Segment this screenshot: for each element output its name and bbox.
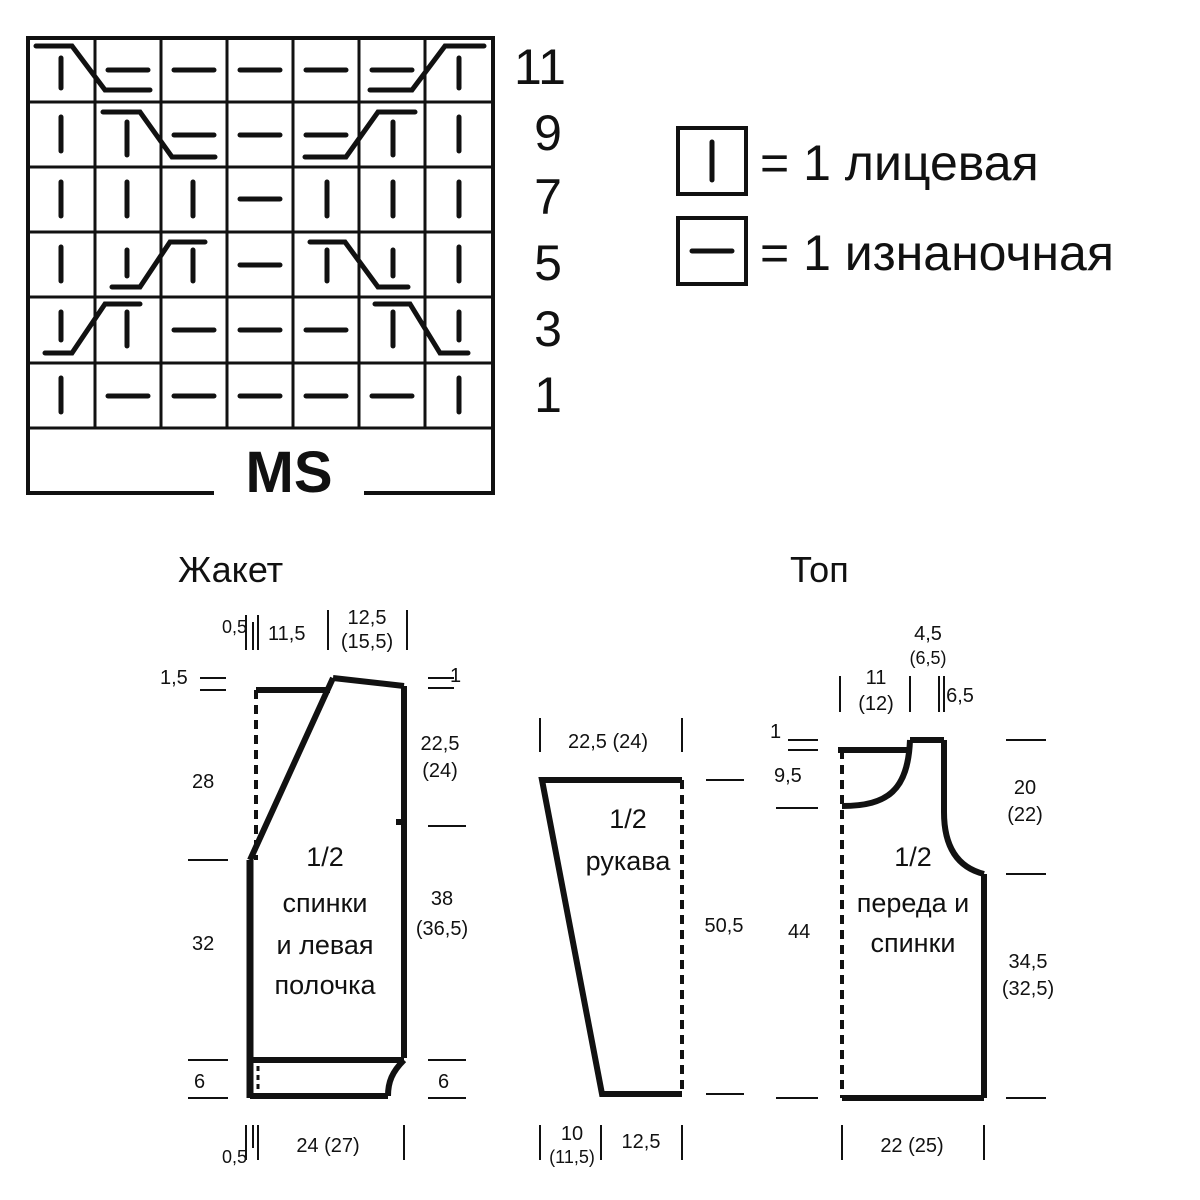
stitch-chart (26, 36, 495, 498)
piece-label: 1/2 (894, 842, 932, 872)
dim-label: 1 (770, 721, 781, 743)
row-label: 5 (534, 235, 562, 291)
piece-label: переда и (857, 888, 969, 918)
dim-label: 6 (194, 1071, 205, 1093)
legend-purl-text: = 1 изнаночная (760, 225, 1114, 281)
piece-label: спинки (282, 888, 367, 918)
dim-label: 44 (788, 921, 810, 943)
piece-label: рукава (586, 846, 672, 876)
dim-label: 12,5 (348, 607, 387, 629)
piece-label: полочка (274, 970, 376, 1000)
dim-label: (12) (858, 693, 894, 715)
jacket-ticks (188, 610, 466, 1160)
dim-label: 4,5 (914, 623, 942, 645)
legend-knit-text: = 1 лицевая (760, 135, 1039, 191)
row-label: 7 (534, 169, 562, 225)
dim-label: 22 (25) (880, 1135, 943, 1157)
dim-label: (6,5) (909, 648, 946, 668)
dim-label: 6 (438, 1071, 449, 1093)
dim-label: (22) (1007, 804, 1043, 826)
row-label: 11 (514, 39, 566, 95)
cable-cross-left (302, 109, 418, 160)
dim-label: 9,5 (774, 765, 802, 787)
dim-label: (11,5) (549, 1147, 595, 1167)
dim-label: 11 (866, 667, 887, 689)
jacket-pattern (246, 675, 407, 1099)
cable-cross-right (100, 109, 218, 160)
dim-label: 12,5 (622, 1131, 661, 1153)
legend: = 1 лицевая = 1 изнаночная (676, 126, 1114, 286)
dim-label: 0,5 (222, 1147, 247, 1167)
dim-label: 32 (192, 933, 214, 955)
row-labels: 11 9 7 5 3 1 (514, 39, 566, 423)
jacket-labels: 0,5 11,5 12,5 (15,5) 1,5 1 28 22,5 (24) … (160, 607, 468, 1167)
chart-symbols (33, 43, 487, 415)
sleeve-labels: 22,5 (24) 50,5 10 (11,5) 12,5 1/2 рукава (549, 731, 743, 1167)
chart-grid (28, 38, 493, 430)
cable-cross-left (42, 301, 143, 356)
dim-label: 6,5 (946, 685, 974, 707)
dim-label: 11,5 (268, 623, 305, 645)
dim-label: 50,5 (705, 915, 744, 937)
dim-label: 10 (561, 1123, 583, 1145)
dim-label: 38 (431, 888, 453, 910)
legend-knit-box (676, 126, 748, 196)
cable-cross-left (367, 43, 487, 93)
title-jacket: Жакет (178, 549, 283, 590)
row-label: 9 (534, 105, 562, 161)
dim-label: (15,5) (341, 631, 393, 653)
sleeve-ticks (539, 718, 744, 1160)
dim-label: 24 (27) (296, 1135, 359, 1157)
cable-cross-left (109, 239, 208, 290)
top-labels: 4,5 (6,5) 11 (12) 6,5 1 9,5 20 (22) 44 3… (770, 623, 1054, 1157)
piece-label: 1/2 (306, 842, 344, 872)
piece-label: и левая (276, 930, 373, 960)
top-ticks (776, 676, 1046, 1160)
dim-label: (24) (422, 760, 458, 782)
dim-label: (36,5) (416, 918, 468, 940)
legend-purl-box (676, 216, 748, 286)
cable-cross-right (33, 43, 153, 93)
dim-label: 22,5 (421, 733, 460, 755)
piece-label: 1/2 (609, 804, 647, 834)
dim-label: 0,5 (222, 617, 247, 637)
sleeve-pattern (538, 777, 684, 1097)
dim-label: 22,5 (24) (568, 731, 648, 753)
dim-label: (32,5) (1002, 978, 1054, 1000)
ms-label: MS (246, 440, 333, 505)
row-label: 3 (534, 301, 562, 357)
cable-cross-right (307, 239, 411, 290)
dim-label: 1,5 (160, 667, 188, 689)
title-top: Топ (790, 549, 849, 590)
dim-label: 20 (1014, 777, 1036, 799)
dim-label: 1 (450, 665, 461, 687)
cable-cross-right (372, 301, 471, 356)
row-label: 1 (534, 367, 562, 423)
dim-label: 34,5 (1009, 951, 1048, 973)
top-pattern (838, 737, 987, 1101)
piece-label: спинки (870, 928, 955, 958)
dim-label: 28 (192, 771, 214, 793)
